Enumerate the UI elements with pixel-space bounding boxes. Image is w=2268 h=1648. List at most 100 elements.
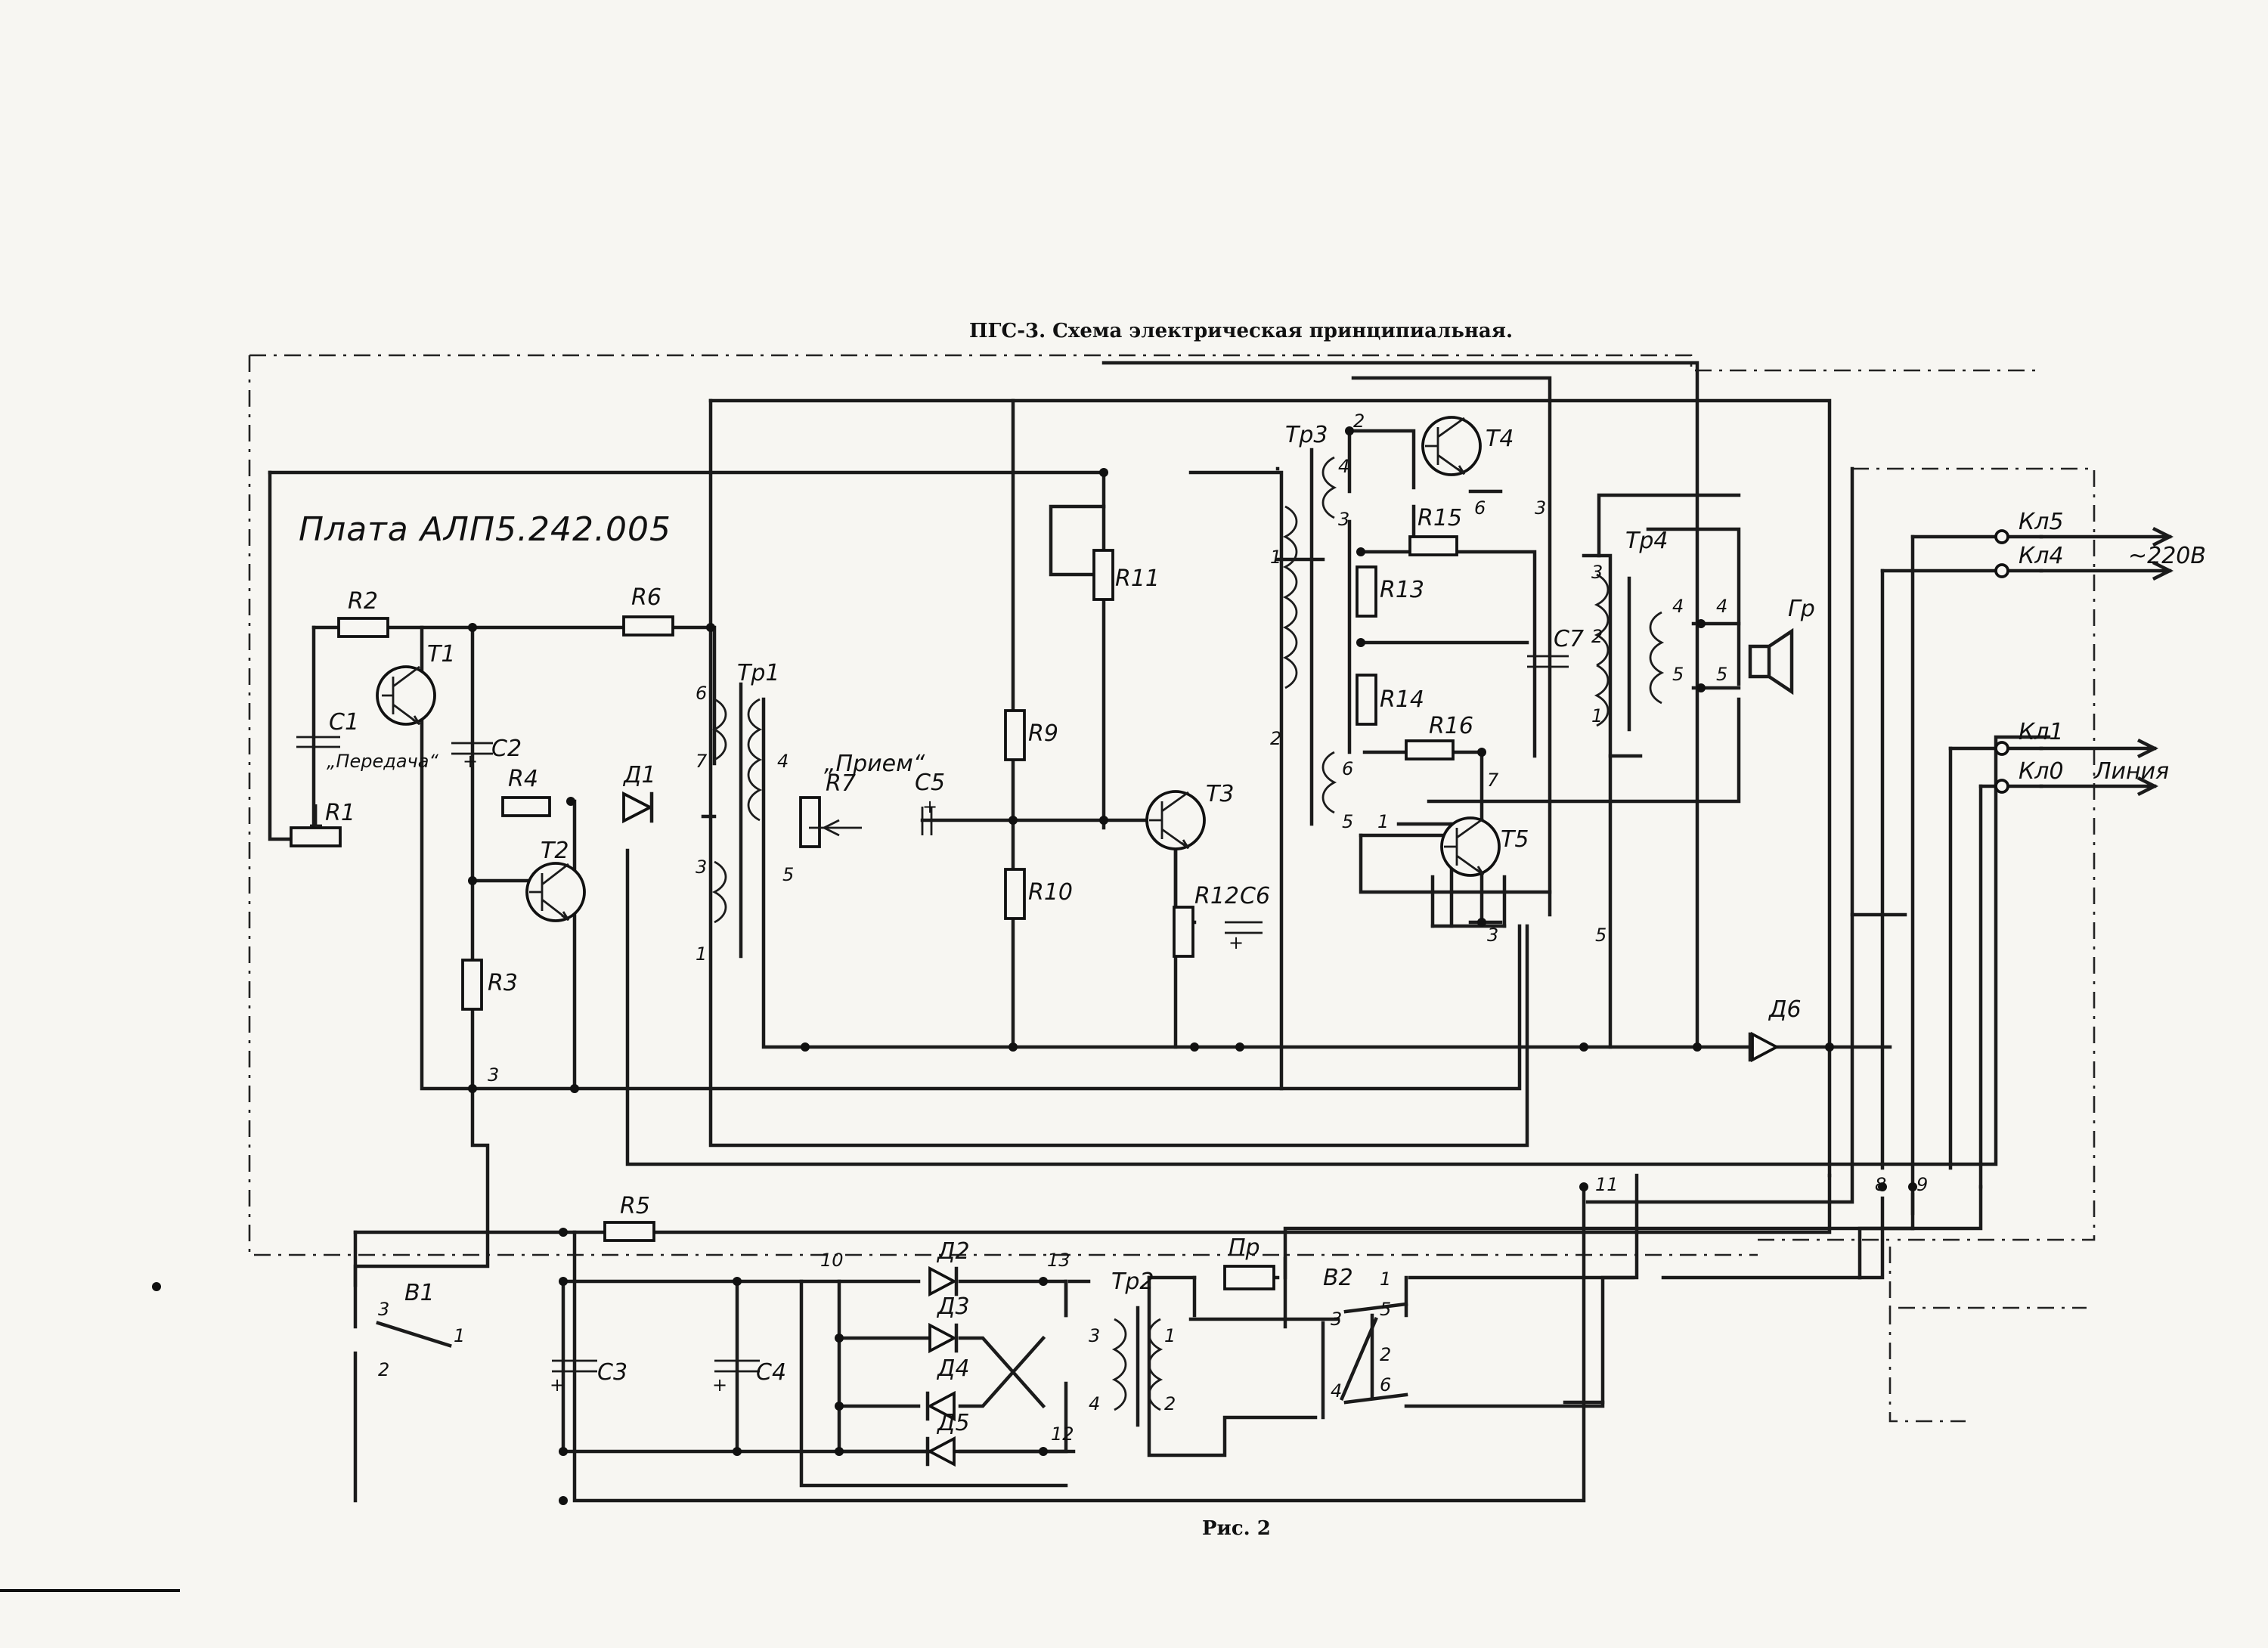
plus-c4: + <box>712 1374 727 1396</box>
terminal-arrows <box>1994 526 2174 797</box>
capacitor-c7 <box>1527 655 1569 668</box>
transistor-t3 <box>1145 790 1206 850</box>
pin-5-r7: 5 <box>782 864 794 885</box>
label-r10: R10 <box>1028 879 1073 906</box>
pin-3-b2: 3 <box>1331 1309 1342 1330</box>
label-c4: C4 <box>756 1359 786 1386</box>
label-c3: C3 <box>597 1359 627 1386</box>
label-d2: Д2 <box>936 1238 970 1265</box>
text-labels: ПГС-3. Схема электрическая принципиальна… <box>299 320 2206 1540</box>
label-r12: R12 <box>1194 883 1239 909</box>
diode-d5 <box>926 1436 956 1467</box>
pin-4-tr3: 4 <box>1338 456 1349 477</box>
junction-dots <box>468 426 1917 1505</box>
label-r9: R9 <box>1028 720 1058 747</box>
pin-3-t4: 3 <box>1535 497 1546 519</box>
pin-3-tr3: 3 <box>1338 509 1349 530</box>
label-r11: R11 <box>1115 565 1160 592</box>
node-10: 10 <box>820 1250 844 1271</box>
label-r14: R14 <box>1380 686 1424 713</box>
capacitors <box>296 655 1569 1373</box>
transformer-tr1 <box>711 698 727 761</box>
resistor-r11 <box>1092 549 1114 601</box>
label-r2: R2 <box>348 588 378 615</box>
pin-7-tr1: 7 <box>696 751 708 772</box>
pin-2-b2: 2 <box>1380 1344 1391 1365</box>
label-tr2: Тр2 <box>1111 1269 1154 1295</box>
scan-mark <box>0 1589 180 1592</box>
label-t2: T2 <box>541 838 569 864</box>
label-r5: R5 <box>620 1193 650 1219</box>
speaker-gr <box>1748 627 1794 695</box>
pin-4-tr2: 4 <box>1089 1393 1100 1414</box>
label-receive: „Прием“ <box>824 751 925 777</box>
label-kl1: Кл1 <box>2019 719 2064 745</box>
pin-2-tr4: 2 <box>1591 626 1603 647</box>
resistors <box>290 535 1458 1242</box>
transformer-tr3 <box>1321 456 1337 519</box>
transistor-t2 <box>525 862 586 922</box>
pin-2-tr3: 2 <box>1270 728 1281 749</box>
pin-1-tr3: 1 <box>1270 547 1281 568</box>
pin-3-tr4: 3 <box>1591 562 1603 583</box>
pin-4-tr4-right: 4 <box>1716 596 1727 617</box>
label-mains: ~220В <box>2128 543 2206 569</box>
label-pr: Пр <box>1228 1234 1260 1261</box>
label-c2: C2 <box>491 736 522 762</box>
pin-4-tr1: 4 <box>777 751 789 772</box>
capacitor-c4 <box>714 1359 760 1373</box>
label-t4: T4 <box>1486 426 1514 452</box>
node-13: 13 <box>1047 1250 1070 1271</box>
resistor-r6 <box>622 615 674 637</box>
label-r1: R1 <box>325 800 355 826</box>
pin-4-tr4-left: 4 <box>1672 596 1684 617</box>
label-kl5: Кл5 <box>2019 509 2064 535</box>
diode-d6 <box>1751 1031 1780 1063</box>
label-r4: R4 <box>508 766 538 792</box>
label-r16: R16 <box>1429 713 1473 739</box>
pin-3-b1: 3 <box>378 1299 389 1320</box>
pin-1-tr1: 1 <box>696 943 707 965</box>
fuse-pr <box>1223 1265 1275 1290</box>
misc-components <box>353 627 1794 1503</box>
capacitor-c1 <box>296 736 340 748</box>
transformer-tr2 <box>1111 1318 1127 1411</box>
plus-c2: + <box>463 751 478 772</box>
label-d3: Д3 <box>936 1293 970 1320</box>
label-transmit: „Передача“ <box>327 751 438 772</box>
ink-spot <box>152 1282 161 1291</box>
label-t5: T5 <box>1501 826 1529 853</box>
diode-d3 <box>928 1322 958 1354</box>
schematic-title: ПГС-3. Схема электрическая принципиальна… <box>969 320 1513 342</box>
figure-caption: Рис. 2 <box>1202 1517 1271 1540</box>
label-b1: B1 <box>404 1280 435 1306</box>
pin-4-b2: 4 <box>1331 1380 1342 1402</box>
node-12: 12 <box>1051 1423 1074 1445</box>
label-d1: Д1 <box>622 762 656 788</box>
label-tr3: Тр3 <box>1285 422 1328 448</box>
board-label: Плата АЛП5.242.005 <box>299 510 671 549</box>
node-9: 9 <box>1916 1174 1928 1195</box>
pin-5-b2: 5 <box>1380 1299 1391 1320</box>
capacitor-c3 <box>552 1359 597 1373</box>
pin-2-tr2: 2 <box>1164 1393 1176 1414</box>
label-d4: Д4 <box>936 1355 970 1382</box>
pin-6-b2: 6 <box>1380 1374 1391 1396</box>
diode-d4 <box>926 1390 956 1422</box>
pin-6-t4: 6 <box>1474 497 1486 519</box>
label-c1: C1 <box>329 709 359 736</box>
label-kl4: Кл4 <box>2019 543 2064 569</box>
capacitor-c2 <box>451 742 493 755</box>
resistor-r9 <box>1004 709 1026 761</box>
pin-5-tr3: 5 <box>1342 811 1353 832</box>
board-outline <box>248 354 2096 1423</box>
node-3: 3 <box>488 1064 499 1086</box>
plus-c6: + <box>1228 932 1244 953</box>
pin-6-tr1: 6 <box>696 683 707 704</box>
label-tr1: Тр1 <box>737 660 779 686</box>
capacitor-c5 <box>921 807 933 835</box>
resistor-r10 <box>1004 868 1026 920</box>
label-line: Линия <box>2093 758 2169 785</box>
